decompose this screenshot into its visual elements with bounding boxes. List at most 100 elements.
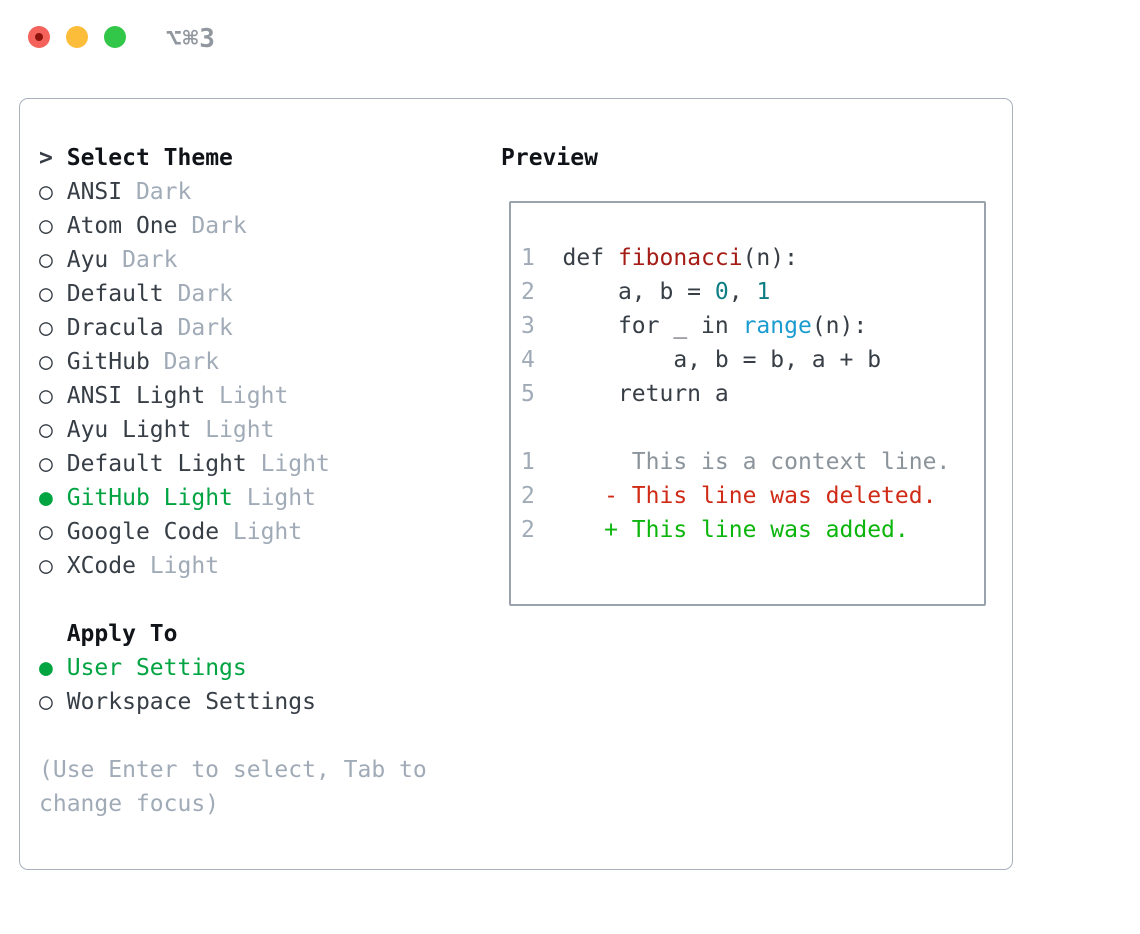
code-token-plain: return a: [534, 381, 729, 407]
theme-option-name: Default Light: [66, 451, 247, 477]
titlebar: ⌥⌘3: [0, 0, 1140, 78]
select-theme-header-label: Select Theme: [66, 145, 233, 171]
theme-option-list: ○ ANSI Dark○ Atom One Dark○ Ayu Dark○ De…: [39, 175, 499, 583]
code-line-8: 2 - This line was deleted.: [521, 479, 984, 513]
spacer: [39, 583, 499, 617]
theme-option-tag: Dark: [149, 349, 220, 375]
theme-option-tag: Light: [232, 485, 316, 511]
apply-option-name: User Settings: [66, 655, 247, 681]
apply-option-user-settings[interactable]: ● User Settings: [39, 651, 499, 685]
theme-option-tag: Light: [191, 417, 275, 443]
radio-icon: ○: [39, 451, 53, 477]
radio-icon: ○: [39, 553, 53, 579]
code-preview-lines: 1 def fibonacci(n): 2 a, b = 0, 1 3 for _ …: [521, 241, 984, 547]
radio-icon: ○: [39, 179, 53, 205]
theme-option-default-light[interactable]: ○ Default Light Light: [39, 447, 499, 481]
theme-option-ayu[interactable]: ○ Ayu Dark: [39, 243, 499, 277]
select-theme-header: > Select Theme: [39, 141, 499, 175]
code-token-add: + This line was added.: [604, 517, 909, 543]
radio-icon: ○: [39, 349, 53, 375]
close-button-icon[interactable]: [28, 26, 50, 48]
theme-option-ayu-light[interactable]: ○ Ayu Light Light: [39, 413, 499, 447]
gap: [53, 417, 67, 443]
apply-target-list: ● User Settings○ Workspace Settings: [39, 651, 499, 719]
gap: [53, 383, 67, 409]
line-number: 1: [521, 449, 535, 475]
radio-icon: ○: [39, 417, 53, 443]
theme-option-tag: Dark: [108, 247, 178, 273]
zoom-button-icon[interactable]: [104, 26, 126, 48]
theme-option-ansi-light[interactable]: ○ ANSI Light Light: [39, 379, 499, 413]
theme-option-name: Ayu: [66, 247, 109, 273]
gap: [53, 281, 67, 307]
code-token-plain: (n):: [742, 245, 798, 271]
code-token-plain: for _ in: [534, 313, 743, 339]
gap: [53, 213, 67, 239]
theme-option-name: ANSI: [66, 179, 123, 205]
window-title: ⌥⌘3: [166, 24, 216, 54]
code-token-plain: ,: [728, 279, 757, 305]
focus-caret-icon: >: [39, 145, 53, 171]
gap: [53, 689, 67, 715]
code-token-numlit: 0: [714, 279, 729, 305]
theme-option-name: GitHub: [66, 349, 150, 375]
theme-option-dracula[interactable]: ○ Dracula Dark: [39, 311, 499, 345]
minimize-button-icon[interactable]: [66, 26, 88, 48]
code-token-builtin: range: [742, 313, 812, 339]
theme-option-tag: Dark: [163, 281, 233, 307]
theme-option-name: Google Code: [66, 519, 220, 545]
line-number: 2: [521, 517, 535, 543]
code-line-3: 3 for _ in range(n):: [521, 309, 984, 343]
theme-option-name: Dracula: [66, 315, 164, 341]
theme-option-tag: Dark: [163, 315, 233, 341]
radio-selected-icon: ●: [39, 655, 53, 681]
theme-option-github-light[interactable]: ● GitHub Light Light: [39, 481, 499, 515]
theme-picker-panel: > Select Theme ○ ANSI Dark○ Atom One Dar…: [19, 98, 1013, 870]
apply-to-header-label: Apply To: [66, 621, 178, 647]
theme-option-google-code[interactable]: ○ Google Code Light: [39, 515, 499, 549]
theme-option-name: ANSI Light: [66, 383, 206, 409]
theme-option-name: Atom One: [66, 213, 178, 239]
theme-option-name: Ayu Light: [66, 417, 192, 443]
line-number: 3: [521, 313, 535, 339]
gap: [53, 451, 67, 477]
code-line-7: 1 This is a context line.: [521, 445, 984, 479]
gap: [53, 485, 67, 511]
radio-icon: ○: [39, 383, 53, 409]
theme-option-name: XCode: [66, 553, 136, 579]
apply-option-name: Workspace Settings: [66, 689, 316, 715]
code-line-9: 2 + This line was added.: [521, 513, 984, 547]
line-number: 5: [521, 381, 535, 407]
code-token-ctx: This is a context line.: [534, 449, 951, 475]
code-token-numlit: 1: [756, 279, 771, 305]
keyboard-hint-text: (Use Enter to select, Tab to change focu…: [39, 757, 427, 817]
radio-icon: ○: [39, 247, 53, 273]
theme-option-github[interactable]: ○ GitHub Dark: [39, 345, 499, 379]
line-number: 2: [521, 279, 535, 305]
theme-option-default[interactable]: ○ Default Dark: [39, 277, 499, 311]
code-line-1: 1 def fibonacci(n):: [521, 241, 984, 275]
theme-option-tag: Light: [135, 553, 220, 579]
code-line-6: [521, 411, 984, 445]
apply-option-workspace-settings[interactable]: ○ Workspace Settings: [39, 685, 499, 719]
apply-to-header: Apply To: [39, 617, 499, 651]
radio-icon: ○: [39, 315, 53, 341]
radio-icon: ○: [39, 519, 53, 545]
theme-option-tag: Light: [205, 383, 289, 409]
code-token-plain: a, b =: [534, 279, 715, 305]
theme-option-atom-one[interactable]: ○ Atom One Dark: [39, 209, 499, 243]
theme-option-ansi[interactable]: ○ ANSI Dark: [39, 175, 499, 209]
line-number: 1: [521, 245, 535, 271]
code-preview-box: 1 def fibonacci(n): 2 a, b = 0, 1 3 for _ …: [509, 201, 986, 606]
code-token-plain: [535, 517, 604, 543]
theme-option-xcode[interactable]: ○ XCode Light: [39, 549, 499, 583]
gap: [53, 655, 67, 681]
radio-icon: ○: [39, 689, 53, 715]
theme-option-tag: Dark: [177, 213, 247, 239]
code-token-func: fibonacci: [617, 245, 743, 271]
theme-option-name: GitHub Light: [66, 485, 233, 511]
code-line-4: 4 a, b = b, a + b: [521, 343, 984, 377]
gap: [53, 179, 67, 205]
code-token-del: - This line was deleted.: [604, 483, 937, 509]
